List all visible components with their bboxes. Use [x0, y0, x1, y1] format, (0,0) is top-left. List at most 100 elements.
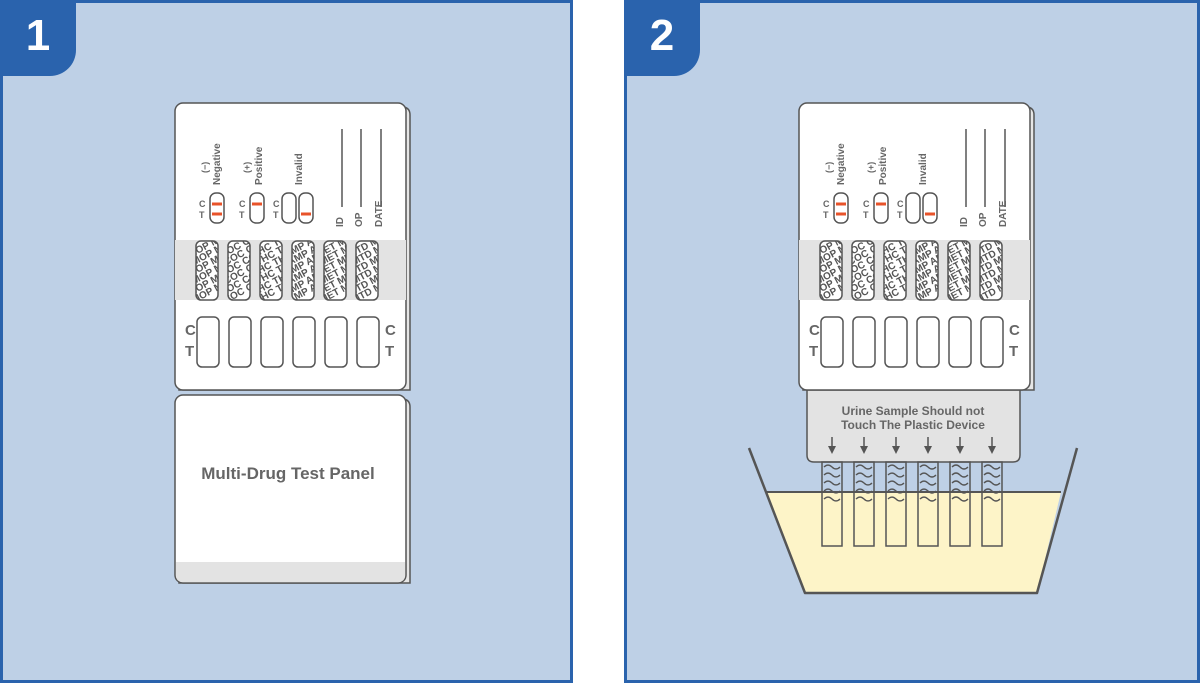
- step-2-badge: 2: [624, 0, 700, 76]
- panel-label: Multi-Drug Test Panel: [201, 464, 374, 483]
- warning-line-1: Urine Sample Should not: [842, 404, 985, 418]
- result-windows-1: [196, 316, 380, 368]
- window-t-left-2: T: [809, 343, 818, 360]
- pos-t-1: T: [239, 210, 245, 220]
- result-window-amp: [292, 316, 316, 368]
- step-1-illustration: (−) Negative (+) Positive Invalid C T C …: [174, 102, 411, 584]
- dip-arrows: [828, 437, 996, 454]
- result-window-mtd: [980, 316, 1004, 368]
- inv-t-2: T: [897, 210, 903, 220]
- down-arrow-icon: [828, 437, 836, 454]
- invalid-label-1: Invalid: [294, 153, 305, 185]
- fields-2: ID OP DATE: [959, 129, 1009, 227]
- result-window-thc: [260, 316, 284, 368]
- inv-c-1: C: [273, 199, 280, 209]
- legend-2: (−) Negative (+) Positive Invalid C T C …: [823, 143, 938, 224]
- card-bottom-1: [174, 394, 407, 584]
- positive-label-2: Positive: [878, 146, 889, 185]
- window-t-right-1: T: [385, 343, 394, 360]
- result-window-coc: [852, 316, 876, 368]
- pos-window-1: [249, 192, 265, 224]
- dip-strip-thc: [885, 461, 907, 547]
- dip-strip-amp: [917, 461, 939, 547]
- negative-label-2: Negative: [836, 143, 847, 185]
- negative-sign-2: (−): [824, 162, 834, 173]
- result-window-amp: [916, 316, 940, 368]
- dip-strips: [821, 461, 1003, 547]
- field-op-1: OP: [354, 212, 365, 227]
- strip-outline: [291, 240, 315, 301]
- neg-window-2: [833, 192, 849, 224]
- inv-window-b-2: [922, 192, 938, 224]
- strip-outline: [851, 240, 875, 301]
- dip-strip-coc: [853, 461, 875, 547]
- window-c-right-1: C: [385, 322, 396, 339]
- strip-outline: [227, 240, 251, 301]
- field-date-1: DATE: [374, 200, 385, 227]
- fields-1: ID OP DATE: [335, 129, 385, 227]
- window-c-left-2: C: [809, 322, 820, 339]
- pos-window-2: [873, 192, 889, 224]
- window-t-left-1: T: [185, 343, 194, 360]
- negative-sign-1: (−): [200, 162, 210, 173]
- inv-c-2: C: [897, 199, 904, 209]
- result-window-mop: [820, 316, 844, 368]
- down-arrow-icon: [892, 437, 900, 454]
- neg-c-2: C: [823, 199, 830, 209]
- positive-sign-1: (+): [242, 162, 252, 173]
- strip-outline: [195, 240, 219, 301]
- negative-label-1: Negative: [212, 143, 223, 185]
- step-2-illustration: Urine Sample Should not Touch The Plasti…: [747, 102, 1079, 595]
- positive-label-1: Positive: [254, 146, 265, 185]
- window-c-left-1: C: [185, 322, 196, 339]
- legend-1: (−) Negative (+) Positive Invalid C T C …: [199, 143, 314, 224]
- step-1-panel: 1 (−) Negative (+) Positive Invalid C T …: [0, 0, 573, 683]
- result-windows-2: [820, 316, 1004, 368]
- dip-strip-mtd: [981, 461, 1003, 547]
- invalid-label-2: Invalid: [918, 153, 929, 185]
- step-1-badge: 1: [0, 0, 76, 76]
- inv-window-b-1: [298, 192, 314, 224]
- inv-t-1: T: [273, 210, 279, 220]
- strip-outline: [323, 240, 347, 301]
- down-arrow-icon: [924, 437, 932, 454]
- down-arrow-icon: [956, 437, 964, 454]
- strip-outline: [259, 240, 283, 301]
- field-id-1: ID: [335, 217, 346, 227]
- down-arrow-icon: [988, 437, 996, 454]
- result-window-met: [948, 316, 972, 368]
- urine-cup: [747, 447, 1079, 595]
- dip-tab: [806, 387, 1021, 463]
- result-window-coc: [228, 316, 252, 368]
- field-date-2: DATE: [998, 200, 1009, 227]
- pos-t-2: T: [863, 210, 869, 220]
- dip-strip-mop: [821, 461, 843, 547]
- result-window-met: [324, 316, 348, 368]
- neg-window-1: [209, 192, 225, 224]
- neg-t-2: T: [823, 210, 829, 220]
- result-window-mop: [196, 316, 220, 368]
- neg-t-1: T: [199, 210, 205, 220]
- positive-sign-2: (+): [866, 162, 876, 173]
- result-window-mtd: [356, 316, 380, 368]
- down-arrow-icon: [860, 437, 868, 454]
- result-window-thc: [884, 316, 908, 368]
- inv-window-a-2: [905, 192, 921, 224]
- test-card-1: (−) Negative (+) Positive Invalid C T C …: [174, 102, 411, 584]
- window-t-right-2: T: [1009, 343, 1018, 360]
- field-op-2: OP: [978, 212, 989, 227]
- urine: [766, 492, 1061, 593]
